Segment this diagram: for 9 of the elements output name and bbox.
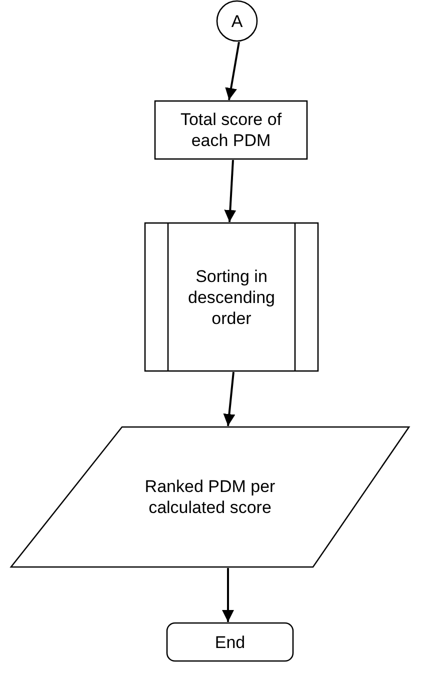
arrow — [224, 160, 236, 222]
arrow — [222, 568, 234, 622]
data-parallelogram: Ranked PDM per calculated score — [10, 426, 410, 568]
process-box: Total score of each PDM — [154, 100, 308, 160]
connector-circle: A — [216, 0, 258, 42]
terminator-box: End — [166, 622, 294, 662]
arrow — [223, 372, 236, 426]
arrow — [225, 42, 240, 100]
predefined-process-box: Sorting in descending order — [144, 222, 319, 372]
